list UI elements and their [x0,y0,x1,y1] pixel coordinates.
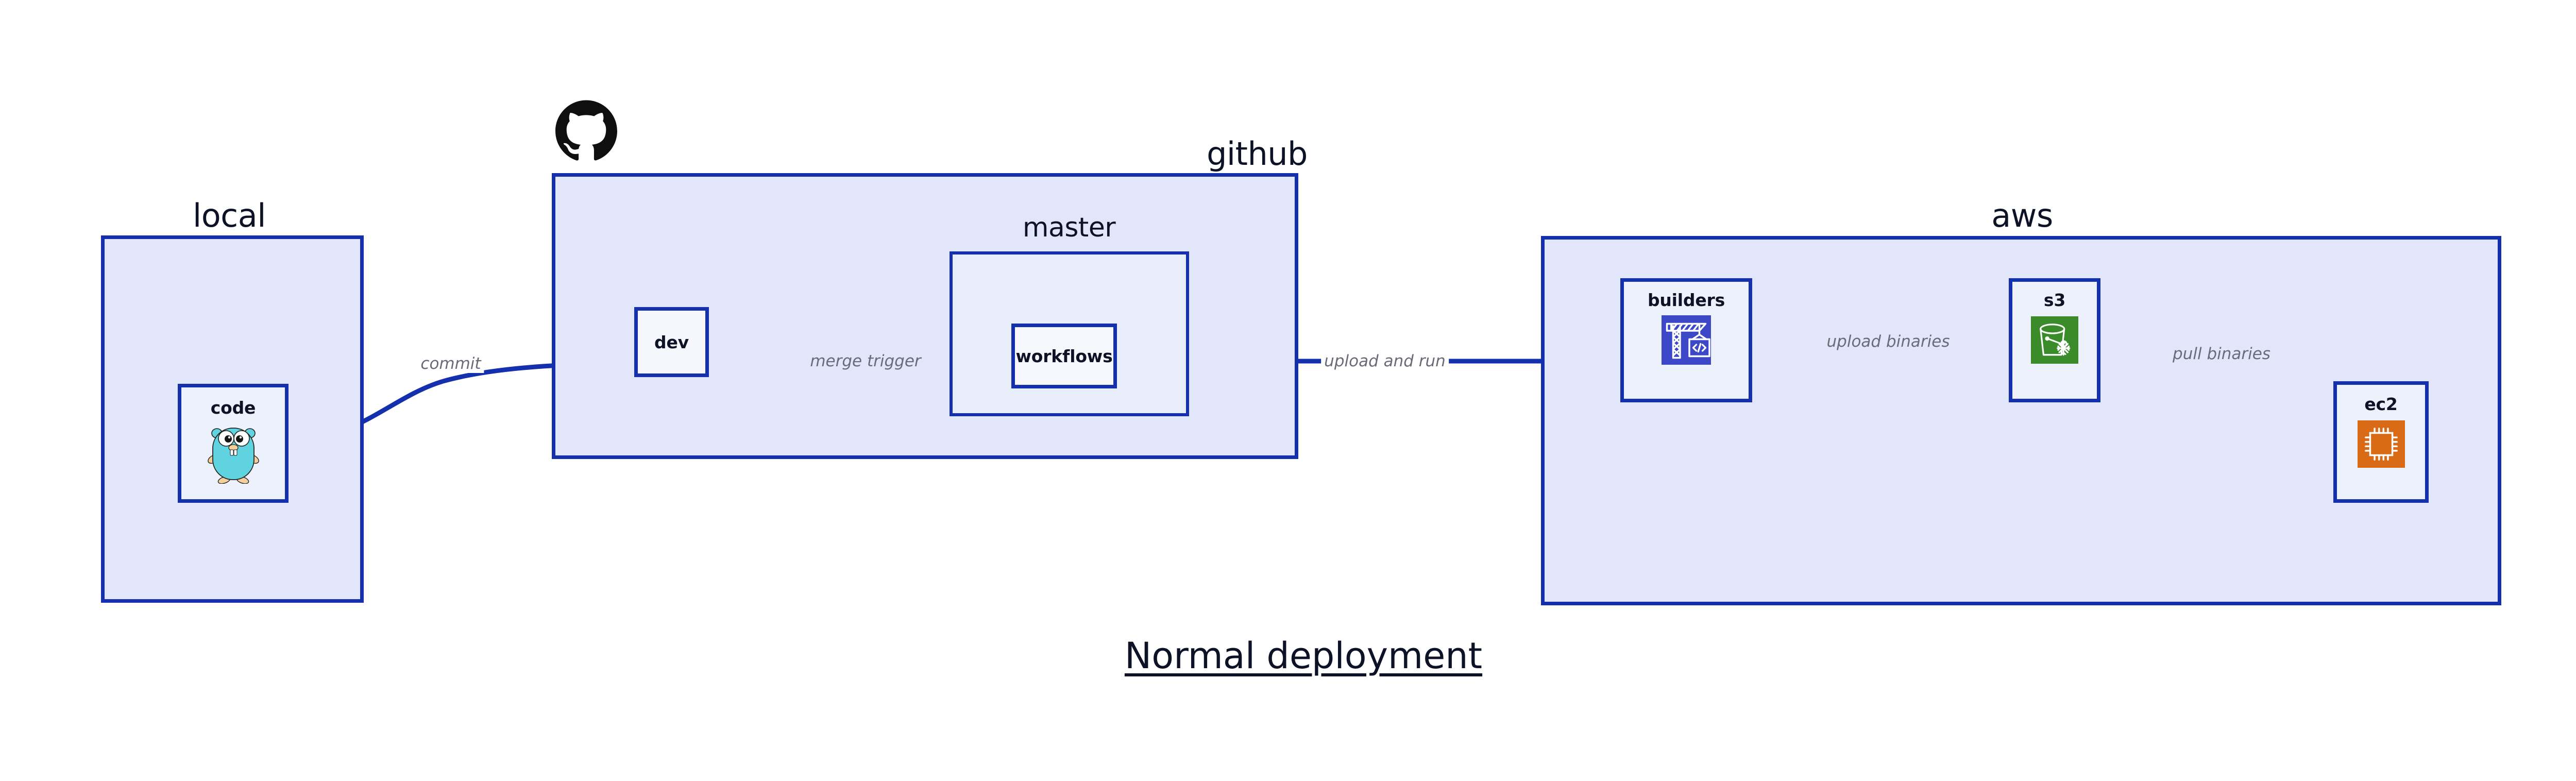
crane-code-icon [1662,315,1711,367]
group-label-aws: aws [1991,197,2053,234]
edge-label-upload-and-run: upload and run [1321,352,1449,370]
go-gopher-icon [206,422,261,486]
group-label-local: local [193,197,266,234]
diagram-caption: Normal deployment [1124,635,1483,677]
node-ec2-label: ec2 [2364,394,2398,414]
node-ec2[interactable]: ec2 [2333,381,2429,503]
group-label-master: master [1022,212,1116,243]
edge-label-merge-trigger: merge trigger [807,352,924,370]
node-s3-label: s3 [2043,290,2066,310]
cpu-chip-icon [2357,419,2405,471]
node-builders[interactable]: builders [1620,278,1752,402]
node-code[interactable]: code [178,384,289,503]
edge-label-pull-binaries: pull binaries [2170,345,2274,363]
node-builders-label: builders [1647,290,1725,310]
node-dev[interactable]: dev [634,307,709,377]
github-octocat-logo [555,99,617,161]
bucket-snowflake-icon [2031,315,2078,367]
group-label-github: github [1207,135,1308,173]
node-workflows-label: workflows [1015,346,1113,366]
edge-label-commit: commit [417,354,484,373]
edge-label-upload-binaries: upload binaries [1823,332,1953,351]
node-workflows[interactable]: workflows [1011,324,1117,388]
node-s3[interactable]: s3 [2009,278,2100,402]
node-code-label: code [210,398,256,418]
node-dev-label: dev [654,332,689,352]
